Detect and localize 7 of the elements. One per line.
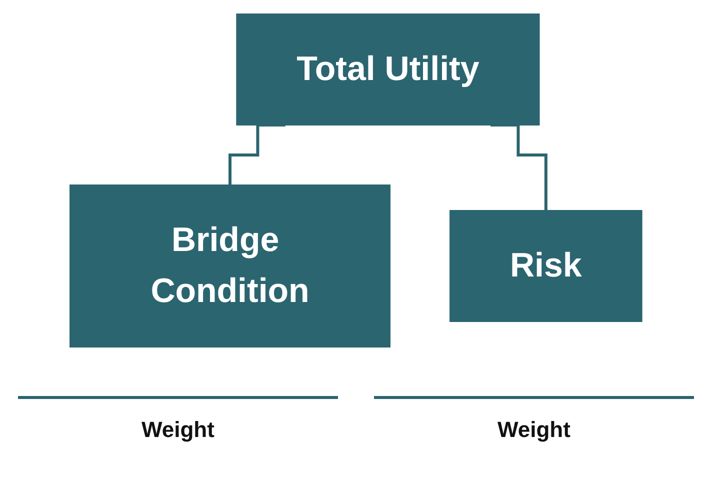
node-box: Total Utility bbox=[236, 14, 540, 126]
weight-label: Weight bbox=[498, 417, 570, 443]
node-box: Risk bbox=[450, 210, 642, 322]
weight-label: Weight bbox=[142, 417, 214, 443]
connector bbox=[228, 124, 286, 186]
node-box: Bridge Condition bbox=[70, 184, 391, 348]
connector bbox=[490, 124, 548, 212]
